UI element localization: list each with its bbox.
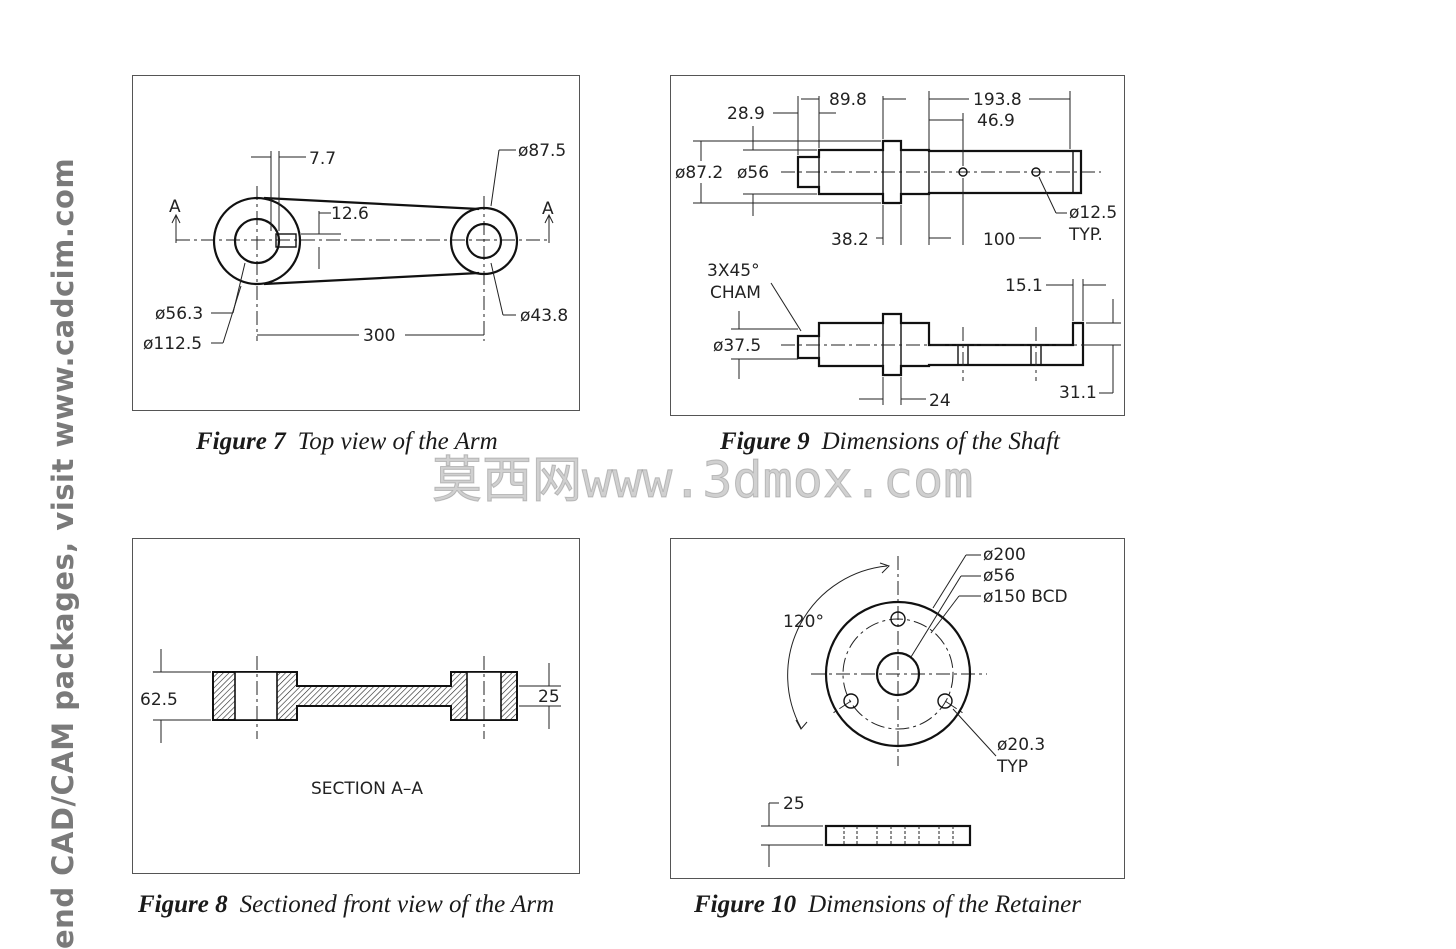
dim-7-7: 7.7 [309,149,336,169]
figure-8-caption: Figure 8 Sectioned front view of the Arm [138,891,554,919]
dim-dia-112-5: ø112.5 [143,334,202,354]
dim-dia-200: ø200 [983,545,1026,565]
dim-typ: TYP. [1068,225,1103,245]
dim-typ: TYP [996,757,1028,777]
sidebar-text: end CAD/CAM packages, visit www.cadcim.c… [46,157,80,949]
figure-7-number: Figure 7 [196,428,286,455]
dim-dia-37-5: ø37.5 [713,336,761,356]
figure-7-title: Top view of the Arm [297,428,498,455]
dim-38-2: 38.2 [831,230,869,250]
dim-dia-56: ø56 [983,566,1015,586]
figure-10-caption: Figure 10 Dimensions of the Retainer [694,891,1081,919]
dim-28-9: 28.9 [727,104,765,124]
dim-25: 25 [538,687,560,707]
dim-dia-150-bcd: ø150 BCD [983,587,1068,607]
watermark: 莫西网www.3dmox.com [431,451,974,510]
dim-89-8: 89.8 [829,90,867,110]
figure-8-drawing: 62.5 25 SECTION A–A [140,649,561,799]
figure-7-panel: A A 7.7 12.6 ø87.5 ø56.3 ø112.5 300 ø43.… [132,75,580,411]
dim-24: 24 [929,391,951,411]
section-a-a-label: SECTION A–A [311,779,423,799]
dim-dia-43-8: ø43.8 [520,306,568,326]
dim-dia-56: ø56 [737,163,769,183]
section-label-right: A [542,199,554,219]
figure-7-caption: Figure 7 Top view of the Arm [196,428,498,456]
figure-7-drawing: A A 7.7 12.6 ø87.5 ø56.3 ø112.5 300 ø43.… [143,141,568,354]
figure-7-dimension-labels: A A 7.7 12.6 ø87.5 ø56.3 ø112.5 300 ø43.… [143,141,568,354]
figure-8-dimension-labels: 62.5 25 SECTION A–A [140,687,560,799]
figure-9-caption: Figure 9 Dimensions of the Shaft [720,428,1060,456]
figure-9-title: Dimensions of the Shaft [821,428,1060,455]
figure-8-panel: 62.5 25 SECTION A–A [132,538,580,874]
dim-chamfer: 3X45° [707,261,760,281]
dim-31-1: 31.1 [1059,383,1097,403]
figure-9-dimension-labels: 28.9 89.8 193.8 46.9 ø87.2 ø56 38.2 100 … [675,90,1117,411]
dim-120-deg: 120° [783,612,824,632]
figure-10-drawing: ø200 ø56 ø150 BCD 120° ø20.3 TYP 25 [761,545,1068,867]
dim-193-8: 193.8 [973,90,1022,110]
dim-46-9: 46.9 [977,111,1015,131]
dim-12-6: 12.6 [331,204,369,224]
dim-100: 100 [983,230,1015,250]
figure-10-number: Figure 10 [694,891,797,918]
figure-9-drawing: 28.9 89.8 193.8 46.9 ø87.2 ø56 38.2 100 … [675,90,1121,411]
dim-chamfer-label: CHAM [710,283,761,303]
dim-dia-56-3: ø56.3 [155,304,203,324]
figure-8-number: Figure 8 [138,891,228,918]
figure-10-title: Dimensions of the Retainer [808,891,1081,918]
dim-dia-20-3: ø20.3 [997,735,1045,755]
sidebar-vertical-banner: end CAD/CAM packages, visit www.cadcim.c… [28,0,98,949]
section-label-left: A [169,197,181,217]
figure-8-title: Sectioned front view of the Arm [239,891,555,918]
dim-dia-12-5: ø12.5 [1069,203,1117,223]
dim-dia-87-5: ø87.5 [518,141,566,161]
figure-10-dimension-labels: ø200 ø56 ø150 BCD 120° ø20.3 TYP 25 [783,545,1068,814]
dim-300: 300 [363,326,395,346]
dim-dia-87-2: ø87.2 [675,163,723,183]
dim-15-1: 15.1 [1005,276,1043,296]
figure-9-number: Figure 9 [720,428,810,455]
dim-25: 25 [783,794,805,814]
figure-10-panel: ø200 ø56 ø150 BCD 120° ø20.3 TYP 25 [670,538,1125,879]
figure-9-panel: 28.9 89.8 193.8 46.9 ø87.2 ø56 38.2 100 … [670,75,1125,416]
dim-62-5: 62.5 [140,690,178,710]
